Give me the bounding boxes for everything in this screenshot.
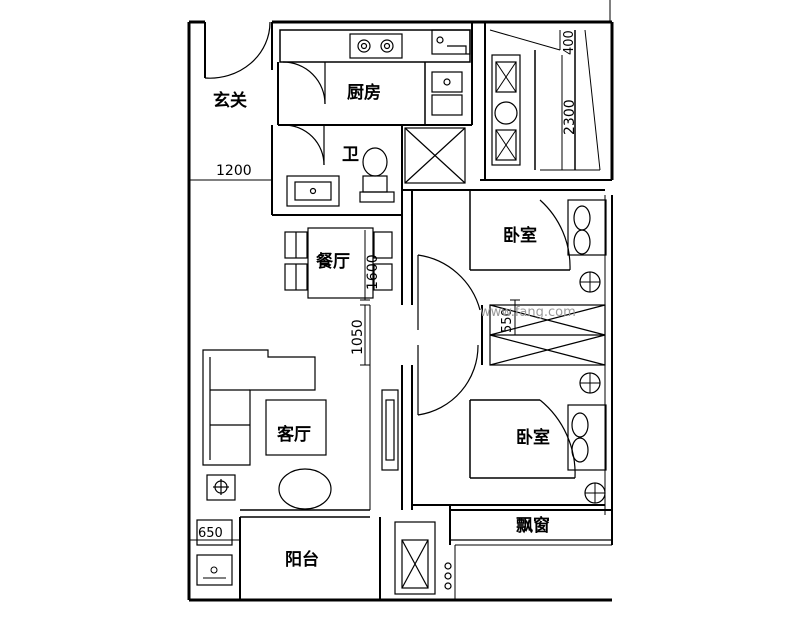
dimension-corridor-width: 1050 — [350, 319, 366, 355]
room-label-living: 客厅 — [276, 424, 311, 445]
closet-strip — [481, 304, 606, 366]
washbasin-icon — [286, 175, 340, 207]
entrance-door — [204, 21, 273, 79]
dining-table-icon — [284, 227, 393, 299]
room-label-entrance: 玄关 — [213, 90, 247, 111]
right-upper-room — [480, 22, 612, 181]
round-table-icon — [278, 468, 332, 510]
hall-doors — [417, 254, 481, 416]
room-label-dining: 餐厅 — [316, 251, 350, 272]
room-label-kitchen: 厨房 — [347, 82, 381, 103]
kitchen-walls — [277, 22, 473, 126]
dimension-lines — [190, 55, 563, 541]
room-labels: 玄关 厨房 卫 餐厅 客厅 卧室 卧室 飘窗 阳台 — [213, 82, 550, 570]
outer-walls — [187, 0, 614, 602]
dimension-entrance-width: 1200 — [216, 163, 252, 179]
stove-icon — [349, 33, 403, 59]
bedroom-lower — [469, 372, 607, 504]
toilet-icon — [359, 147, 395, 203]
dimension-labels: 1200 2300 400 1600 1050 550 650 — [198, 30, 578, 541]
dimension-dining-length: 1600 — [365, 254, 381, 290]
bay-window — [449, 505, 613, 600]
room-label-bathroom: 卫 — [342, 145, 359, 165]
dimension-balcony-small: 650 — [198, 526, 223, 541]
bedroom-upper — [469, 190, 607, 293]
room-label-bedroom-upper: 卧室 — [503, 225, 537, 246]
sofa-icon — [202, 349, 316, 466]
room-label-balcony: 阳台 — [285, 549, 319, 570]
laundry-area-icon — [394, 521, 456, 600]
watermark: www.fang.com — [480, 305, 576, 320]
dimension-closet-depth: 550 — [500, 308, 515, 333]
balcony-walls — [196, 517, 381, 600]
tv-cabinet-icon — [381, 389, 399, 471]
shower-icon — [404, 127, 466, 184]
dimension-kitchen-depth: 2300 — [562, 99, 578, 135]
coffee-table-icon — [265, 399, 327, 456]
kitchen-sink-icon — [431, 29, 471, 116]
interior-walls — [369, 189, 605, 510]
living-corner-icon — [206, 474, 236, 501]
dimension-kitchen-small: 400 — [562, 30, 577, 55]
room-label-bedroom-lower: 卧室 — [516, 427, 550, 448]
room-label-bay-window: 飘窗 — [516, 515, 550, 536]
